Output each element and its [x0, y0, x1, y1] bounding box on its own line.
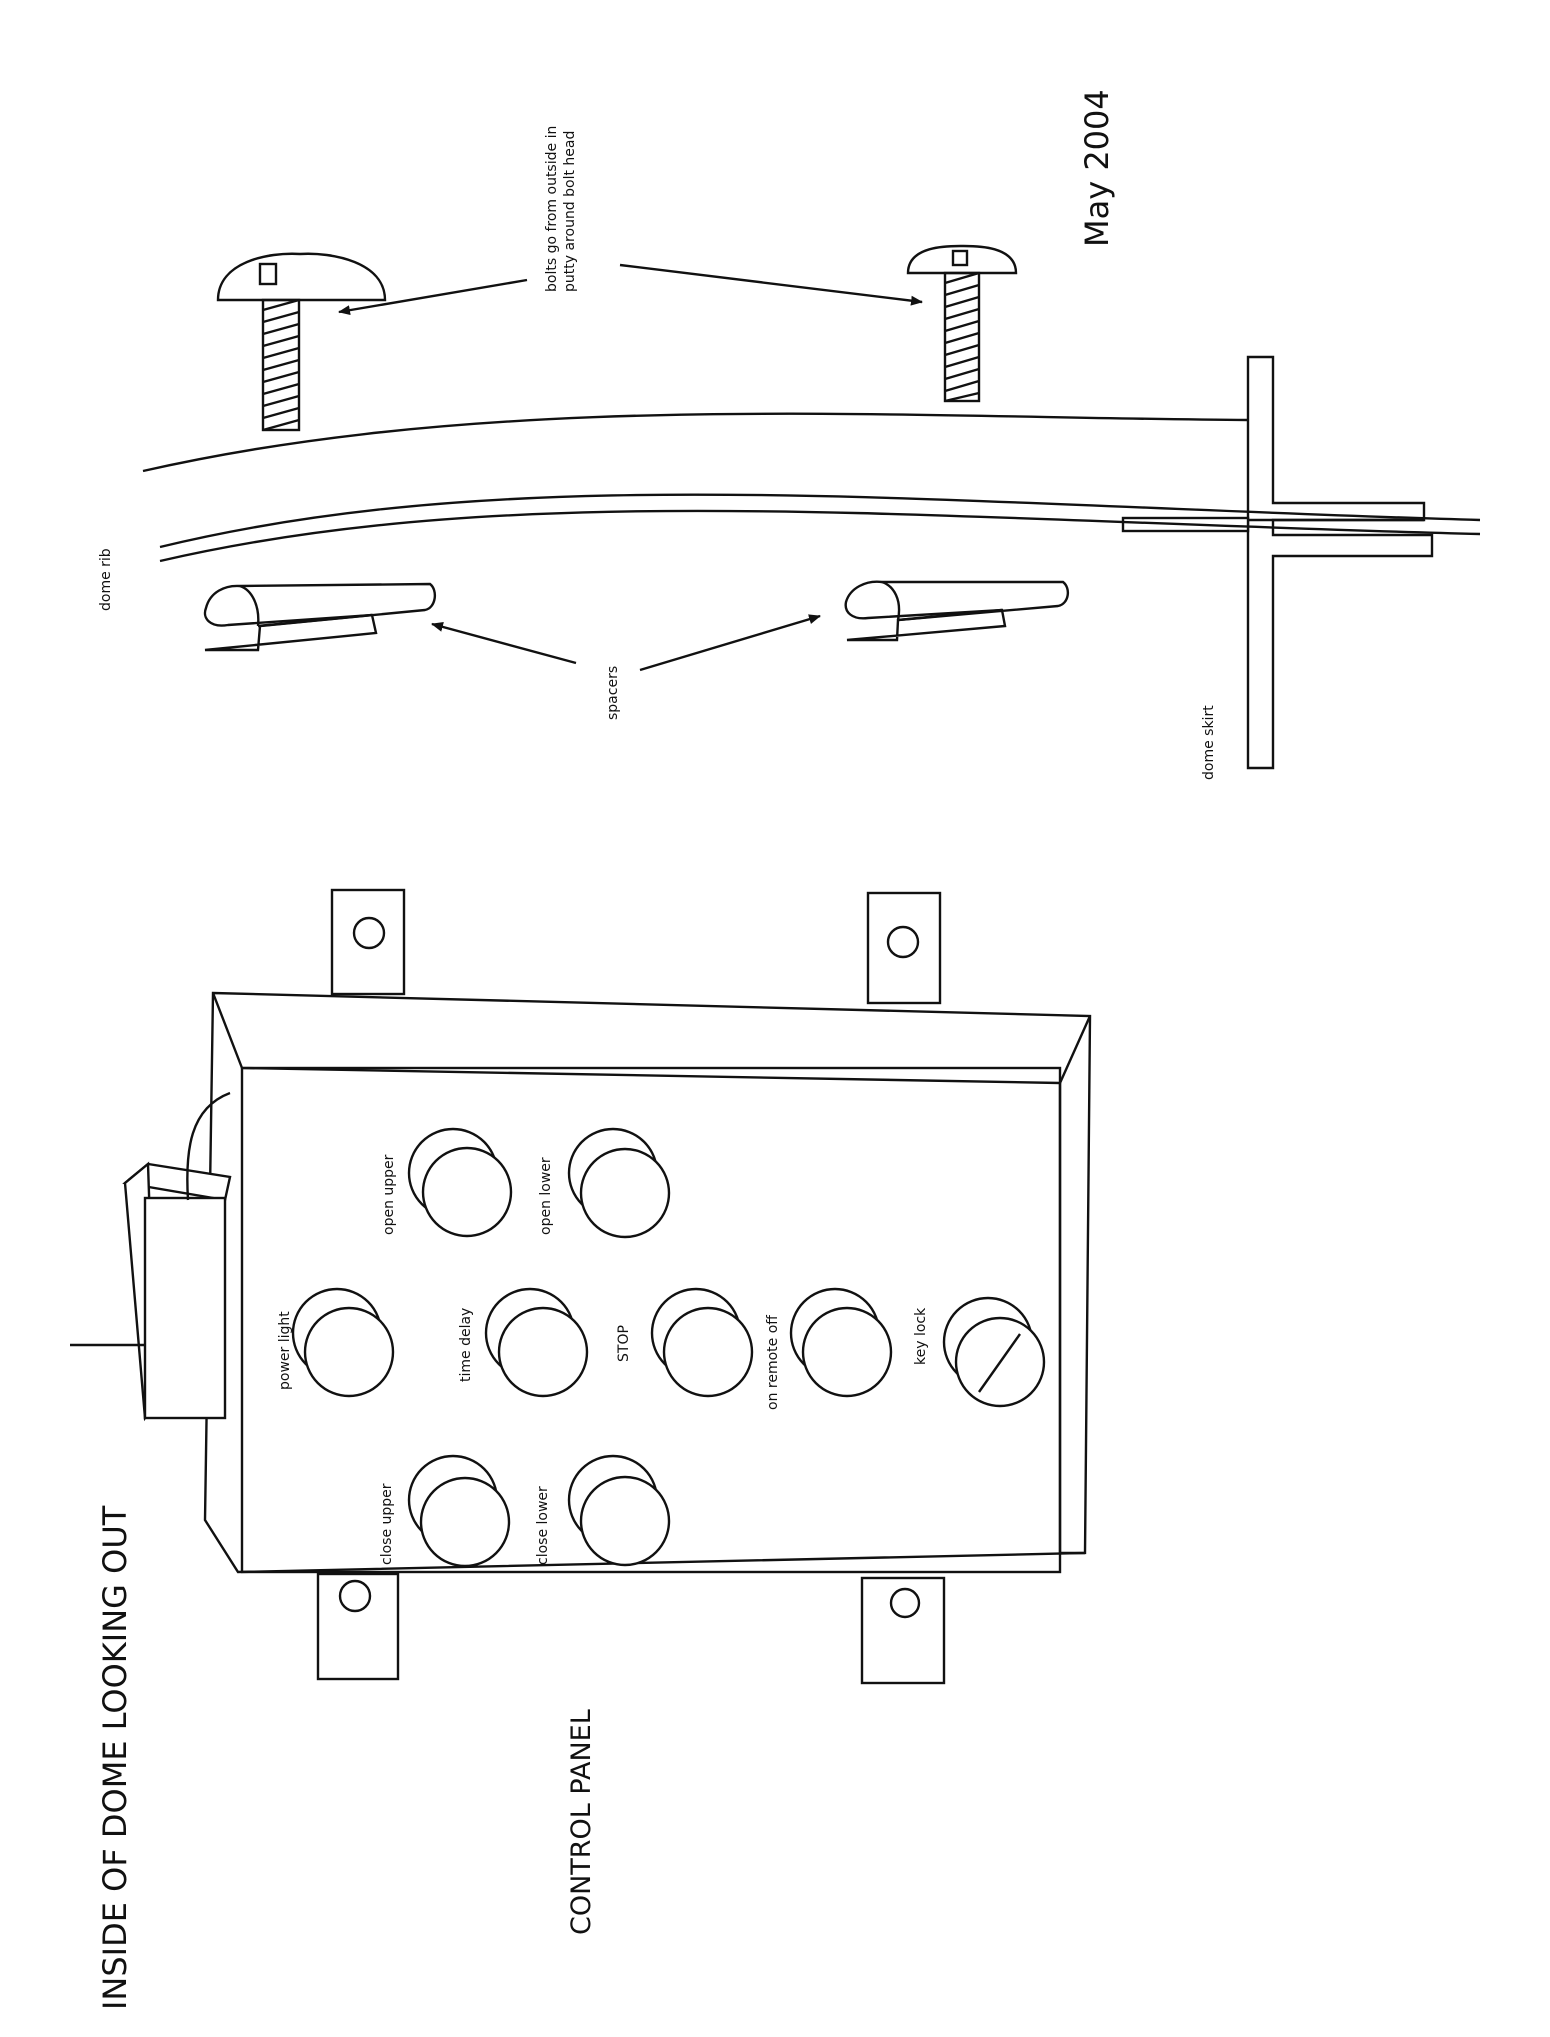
dome-rib-label: dome rib [98, 548, 114, 611]
mounting-tab [860, 1576, 946, 1685]
button-close-lower[interactable] [567, 1454, 671, 1567]
close-lower-label: close lower [535, 1486, 551, 1565]
button-stop[interactable] [650, 1287, 754, 1398]
button-open-lower[interactable] [567, 1127, 671, 1239]
mounting-tab [866, 891, 942, 1005]
bolt-upper [216, 252, 387, 432]
key-lock-label: key lock [913, 1307, 929, 1365]
junction-box [70, 1091, 232, 1422]
stop-label: STOP [616, 1325, 632, 1362]
page-title: INSIDE OF DOME LOOKING OUT [96, 1505, 134, 2010]
spacers-label: spacers [605, 666, 621, 720]
bolt-arrows [338, 263, 923, 316]
button-time-delay[interactable] [484, 1287, 589, 1398]
on-remote-off-label: on remote off [765, 1315, 781, 1410]
bolts-note-line1: bolts go from outside in [544, 126, 560, 292]
key-lock-switch[interactable] [942, 1296, 1046, 1408]
spacer-arrows [431, 614, 821, 672]
dome-rib [142, 412, 1481, 563]
control-panel-label: CONTROL PANEL [566, 1709, 597, 1935]
close-upper-label: close upper [379, 1483, 395, 1565]
date-label: May 2004 [1078, 89, 1116, 247]
control-panel-box [203, 888, 1092, 1685]
power-light-label: power light [277, 1311, 293, 1390]
button-power-light[interactable] [291, 1287, 395, 1398]
open-upper-label: open upper [381, 1154, 397, 1235]
bolt-lower [906, 244, 1018, 403]
button-open-upper[interactable] [407, 1127, 513, 1238]
spacer-lower [844, 580, 1070, 642]
bolts-note-line2: putty around bolt head [562, 131, 578, 292]
mounting-tab [316, 1572, 400, 1681]
button-close-upper[interactable] [407, 1454, 511, 1568]
dome-skirt [1121, 355, 1434, 770]
dome-skirt-label: dome skirt [1201, 705, 1217, 780]
mounting-tab [330, 888, 406, 996]
spacer-upper [203, 582, 437, 652]
open-lower-label: open lower [538, 1157, 554, 1235]
time-delay-label: time delay [458, 1308, 474, 1382]
button-on-remote-off[interactable] [789, 1287, 893, 1398]
